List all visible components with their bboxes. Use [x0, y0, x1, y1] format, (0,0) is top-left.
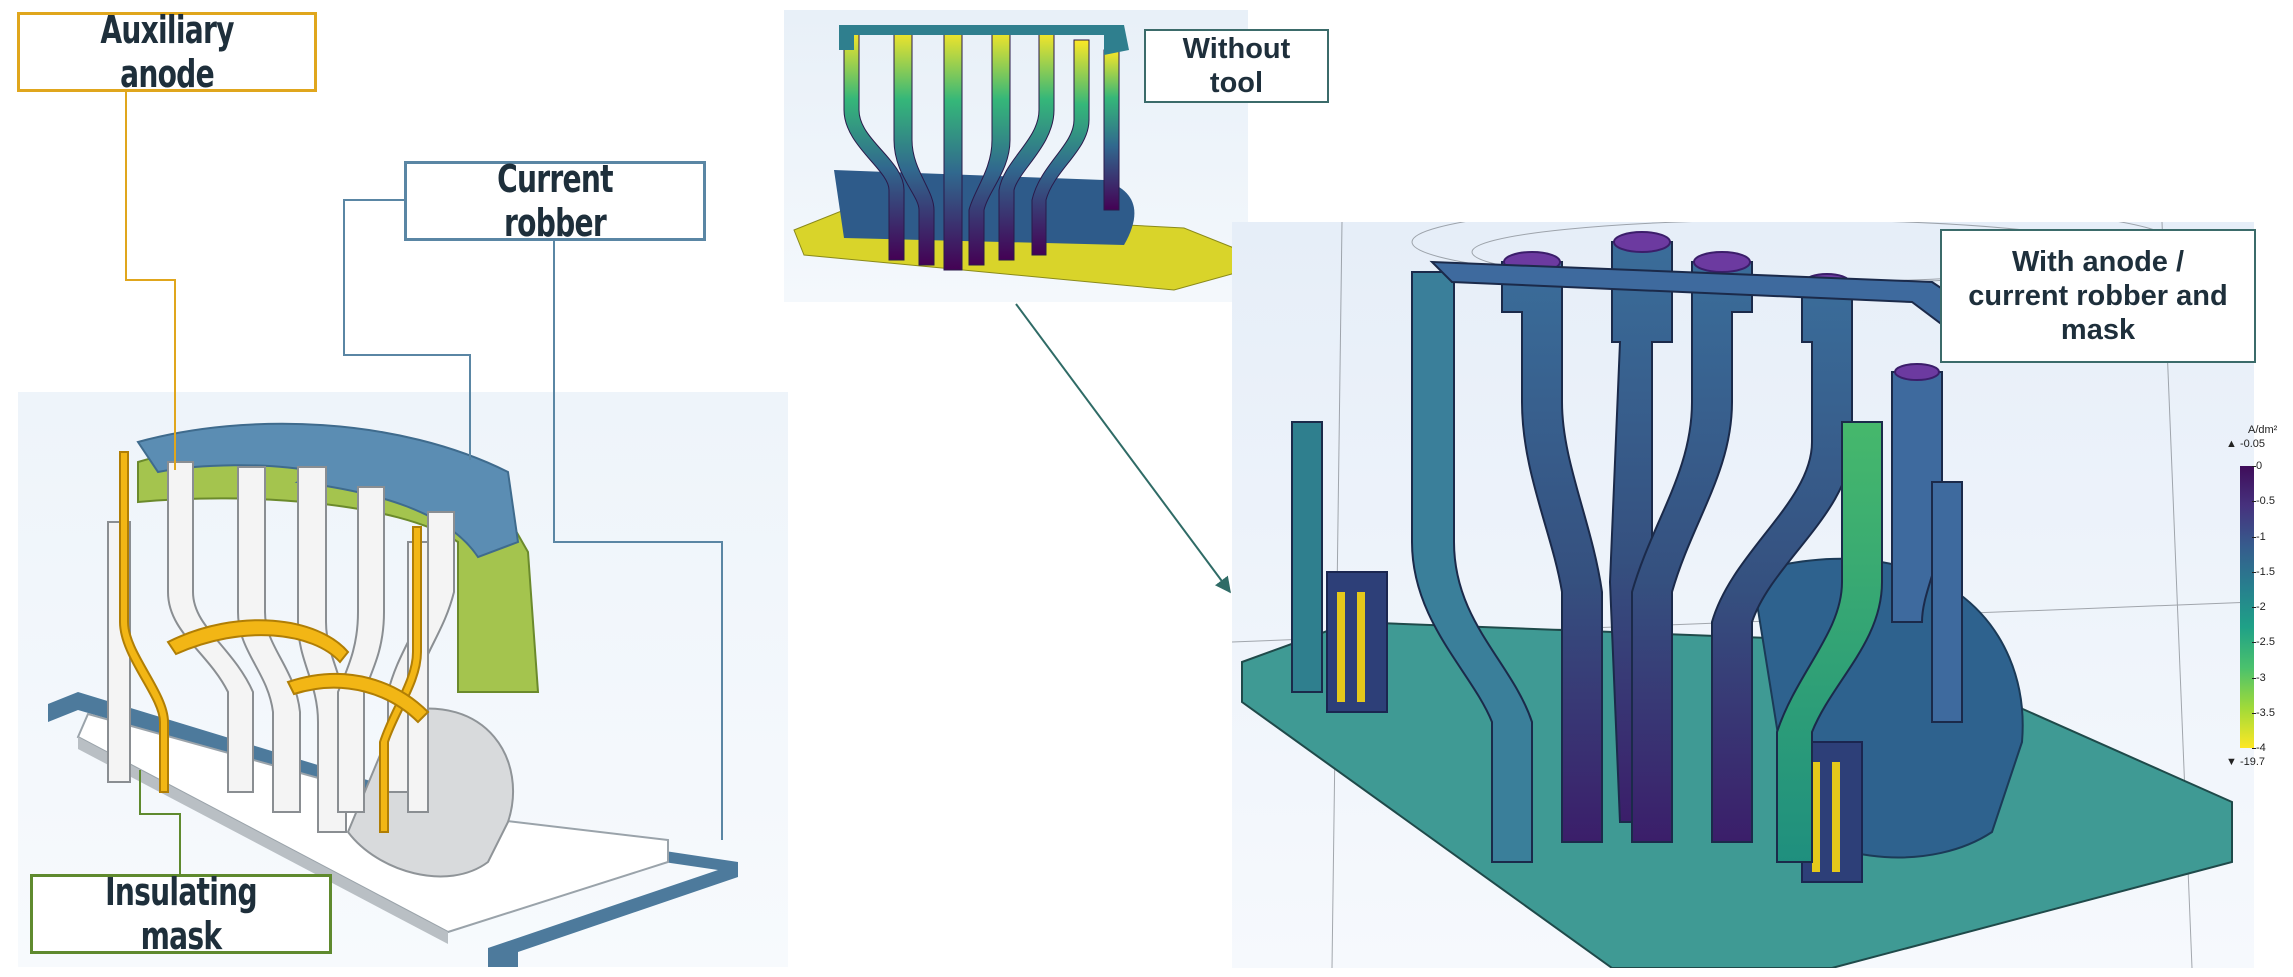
- colorbar-tick: -0.5: [2252, 495, 2275, 508]
- anode-strips: [1337, 592, 1840, 872]
- without-tool-callout: Without tool: [1144, 29, 1329, 103]
- colorbar-tick: -1: [2252, 530, 2266, 543]
- colorbar-tick: -2: [2252, 601, 2266, 613]
- colorbar-gradient: [2240, 466, 2254, 748]
- top-manifold: [839, 25, 1129, 55]
- current-robber-callout: Current robber: [404, 157, 706, 245]
- colorbar-tick: -4: [2252, 742, 2266, 754]
- colorbar-tick: -2.5: [2252, 636, 2275, 649]
- colorbar-unit: A/dm²: [2248, 424, 2278, 436]
- insulating-mask-label: Insulating mask: [105, 870, 257, 958]
- pipe-bundle: [1291, 241, 1963, 863]
- with-tool-result-illustration: [1232, 222, 2254, 968]
- comparison-arrow: [1015, 303, 1231, 594]
- plating-fixture-illustration: [48, 422, 738, 967]
- current-robber-label: Current robber: [497, 157, 613, 245]
- current-density-colorbar: A/dm² ▲ -0.05 0-0.5-1-1.5-2-2.5-3-3.5-4 …: [2218, 424, 2288, 774]
- auxiliary-anode-label: Auxiliary anode: [100, 8, 234, 96]
- pipe-bundle: [107, 461, 455, 833]
- pipe-bundle: [843, 27, 1120, 271]
- auxiliary-anodes: [119, 451, 430, 833]
- colorbar-min-label: ▼ -19.7: [2226, 756, 2266, 768]
- auxiliary-anode-callout: Auxiliary anode: [17, 8, 317, 96]
- colorbar-max-label: ▲ -0.05: [2226, 438, 2266, 450]
- colorbar-tick: -3: [2252, 671, 2266, 684]
- without-tool-result-illustration: [793, 25, 1240, 291]
- without-tool-panel: [784, 10, 1248, 302]
- colorbar-tick: 0: [2251, 460, 2263, 472]
- pipe-openings: [1503, 231, 1940, 381]
- with-tool-callout: With anode / current robber and mask: [1940, 229, 2256, 363]
- colorbar-tick: -1.5: [2252, 565, 2275, 578]
- insulating-mask-callout: Insulating mask: [30, 870, 332, 958]
- colorbar-tick: -3.5: [2252, 706, 2275, 719]
- ring-body: [346, 707, 514, 878]
